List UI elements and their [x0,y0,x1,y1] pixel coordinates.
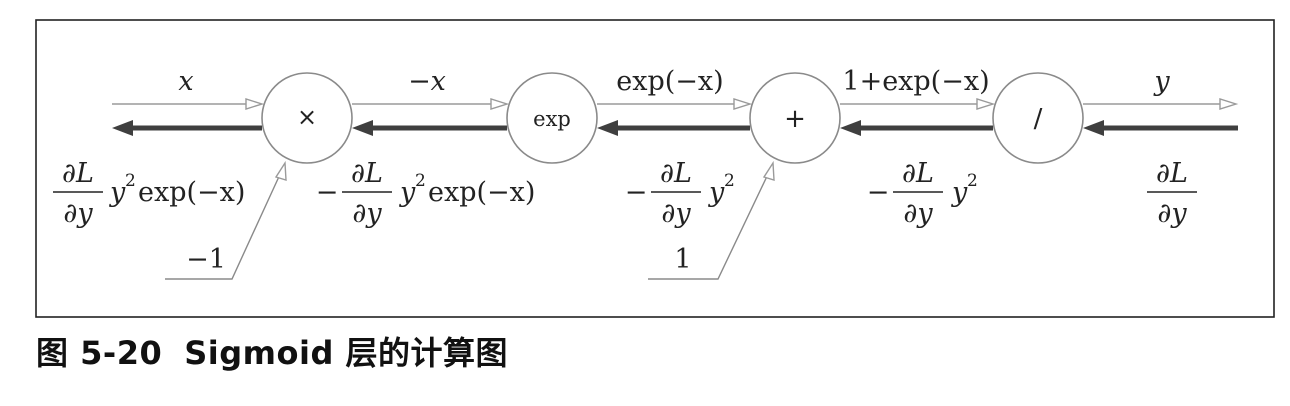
forward-arrowhead-icon [274,160,287,181]
forward-arrowhead-icon [762,160,775,181]
y-term: y [109,177,126,208]
backward-arrowhead-icon [1083,120,1104,136]
exp-term: exp(−x) [138,177,245,208]
label-x: x [178,66,193,97]
forward-labels: x −x exp(−x) 1+exp(−x) y [178,66,1170,97]
figure-number: 图 5-20 [36,334,163,372]
constant-inputs [165,160,775,280]
square-exponent: 2 [724,171,735,191]
square-exponent: 2 [125,171,136,191]
grad-numerator: ∂L [660,158,692,189]
grad-denominator: ∂y [63,198,93,229]
minus-sign: − [316,177,339,208]
label-neg-x: −x [408,66,446,97]
backward-label-exp: − ∂L ∂y y 2 exp(−x) [316,158,536,229]
backward-arrows [112,120,1238,136]
divide-node-label: / [1034,104,1043,134]
grad-numerator: ∂L [351,158,383,189]
exp-term: exp(−x) [428,177,535,208]
add-node-circle [749,72,841,164]
node-add: + [749,72,841,164]
backward-arrowhead-icon [352,120,373,136]
forward-arrowhead-icon [733,98,753,110]
y-term: y [708,177,725,208]
square-exponent: 2 [967,171,978,191]
backward-label-divide: − ∂L ∂y y 2 [867,158,978,229]
constant-one: 1 [674,244,691,275]
y-term: y [399,177,416,208]
grad-denominator: ∂y [903,198,933,229]
minus-sign: − [625,177,648,208]
exp-node-circle [506,72,598,164]
label-exp-neg-x: exp(−x) [616,66,723,97]
backward-label-add: − ∂L ∂y y 2 [625,158,735,229]
node-multiply: × [261,72,353,164]
backward-label-input: ∂L ∂y [1147,158,1197,229]
grad-numerator: ∂L [62,158,94,189]
backward-arrowhead-icon [597,120,618,136]
label-y: y [1153,66,1170,97]
grad-denominator: ∂y [352,198,382,229]
diagram-frame [35,19,1275,318]
forward-arrowhead-icon [490,98,510,110]
figure-caption: 图 5-20 Sigmoid 层的计算图 [36,328,508,374]
grad-denominator: ∂y [661,198,691,229]
node-exp: exp [506,72,598,164]
label-one-plus-exp: 1+exp(−x) [842,66,989,97]
node-divide: / [992,72,1084,164]
divide-node-circle [992,72,1084,164]
grad-denominator: ∂y [1157,198,1187,229]
multiply-node-label: × [297,103,317,131]
minus-sign: − [867,177,890,208]
forward-arrowhead-icon [976,98,996,110]
constant-one-line [648,169,771,280]
exp-node-label: exp [533,107,571,131]
add-node-label: + [784,104,806,134]
grad-numerator: ∂L [1156,158,1188,189]
square-exponent: 2 [415,171,426,191]
forward-arrowhead-icon [1219,98,1239,110]
constant-minus-one-line [165,169,283,280]
constant-minus-one: −1 [186,244,226,275]
backward-arrowhead-icon [840,120,861,136]
forward-arrowhead-icon [245,98,265,110]
backward-arrowhead-icon [112,120,133,136]
figure-title: Sigmoid 层的计算图 [184,334,509,372]
multiply-node-circle [261,72,353,164]
forward-arrows [112,98,1239,110]
backward-label-multiply: ∂L ∂y y 2 exp(−x) [53,158,245,229]
y-term: y [951,177,968,208]
grad-numerator: ∂L [902,158,934,189]
